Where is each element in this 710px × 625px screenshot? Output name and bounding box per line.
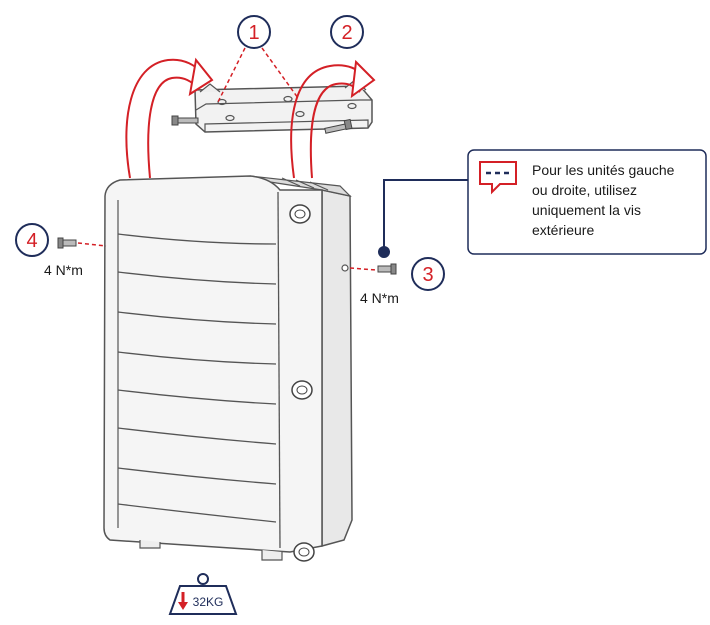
svg-text:4: 4 [26, 230, 37, 252]
cover-knob-middle [292, 381, 312, 399]
step-3-badge: 3 [412, 258, 444, 290]
weight-label: 32KG [193, 595, 224, 609]
cover-knob-bottom [294, 543, 314, 561]
callout-line: extérieure [532, 220, 702, 240]
mounting-bracket [172, 80, 372, 133]
callout-text: Pour les unités gauche ou droite, utilis… [532, 160, 702, 240]
svg-text:3: 3 [422, 264, 433, 286]
step-2-badge: 2 [331, 16, 363, 48]
screw-right [350, 264, 396, 274]
step-4-badge: 4 [16, 224, 48, 256]
callout-connector [378, 180, 468, 258]
torque-label-left: 4 N*m [44, 262, 83, 278]
inverter-unit [104, 176, 352, 561]
svg-text:1: 1 [248, 22, 259, 44]
step-1-badge: 1 [238, 16, 270, 48]
callout-line: uniquement la vis [532, 200, 702, 220]
bracket-screw-left [172, 116, 198, 125]
cover-knob-top [290, 205, 310, 223]
torque-label-right: 4 N*m [360, 290, 399, 306]
svg-text:2: 2 [341, 22, 352, 44]
screw-left [58, 238, 106, 248]
callout-line: ou droite, utilisez [532, 180, 702, 200]
weight-icon: 32KG [170, 574, 236, 614]
callout-line: Pour les unités gauche [532, 160, 702, 180]
